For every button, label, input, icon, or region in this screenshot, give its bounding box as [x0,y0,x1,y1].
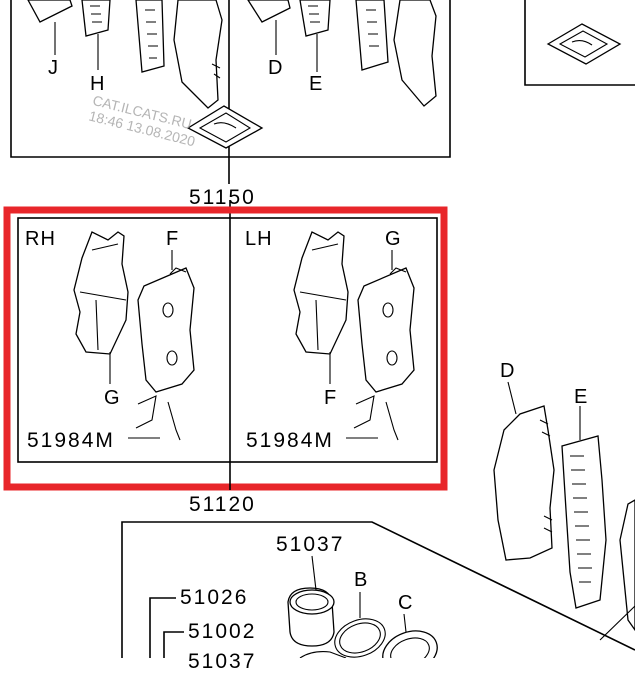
rh-clip [135,395,181,441]
label-c: C [398,592,414,614]
label-d-top: D [268,57,284,79]
label-j: J [48,57,59,79]
side-pad-edge [619,499,635,632]
rh-side-label: RH [25,228,56,250]
group-code-lower: 51120 [189,493,256,516]
boot-c [382,613,438,673]
top-shim-e [299,0,331,72]
top-pad-2 [393,0,437,107]
group-code-upper: 51150 [189,186,256,209]
rh-inner-label: G [104,387,121,409]
lh-inner-label: F [324,387,338,409]
rh-outer-pad [73,231,129,355]
diagram-drawing [3,0,635,673]
caliper-group-frame [121,521,635,658]
top-pad-d [247,0,291,55]
top-pad-j [27,0,73,55]
label-e-top: E [309,73,324,95]
seal-b [334,592,386,658]
parts-diagram: CAT.ILCATS.RU 18:46 13.08.2020 J H D E 5… [3,0,635,673]
top-group-frame [10,0,451,158]
rh-inner-pad [137,267,195,393]
top-packet-1 [186,105,264,149]
top-shim-1 [135,0,165,73]
top-shim-h [81,0,111,70]
caliper-bracket-1 [149,597,176,658]
lh-inner-pad [357,267,415,393]
side-shim-e [561,406,607,609]
label-piston-code: 51037 [276,533,345,556]
top-right-frame [524,0,635,86]
side-pad-d [493,381,555,561]
highlight-box [3,206,448,491]
label-code-51037-lower: 51037 [188,650,257,673]
label-b: B [354,569,369,591]
top-packet-2 [546,23,622,65]
piston [287,555,335,647]
label-code-51026: 51026 [180,586,249,609]
label-e-side: E [574,386,589,408]
caliper-bracket-2 [163,631,184,658]
lh-kit-code: 51984M [246,429,334,452]
lh-clip [353,395,399,441]
lh-outer-pad [293,231,349,355]
caliper-group-edge [599,605,635,641]
lh-side-label: LH [245,228,273,250]
label-code-51002: 51002 [188,620,257,643]
caliper-body-edge [299,651,347,659]
rh-outer-label: F [166,228,180,250]
top-shim-2 [355,0,389,71]
label-d-side: D [500,360,516,382]
top-pad-1 [173,0,223,109]
kit-group-frame [17,217,438,463]
label-h: H [90,73,106,95]
rh-kit-code: 51984M [27,429,115,452]
lh-outer-label: G [385,228,402,250]
